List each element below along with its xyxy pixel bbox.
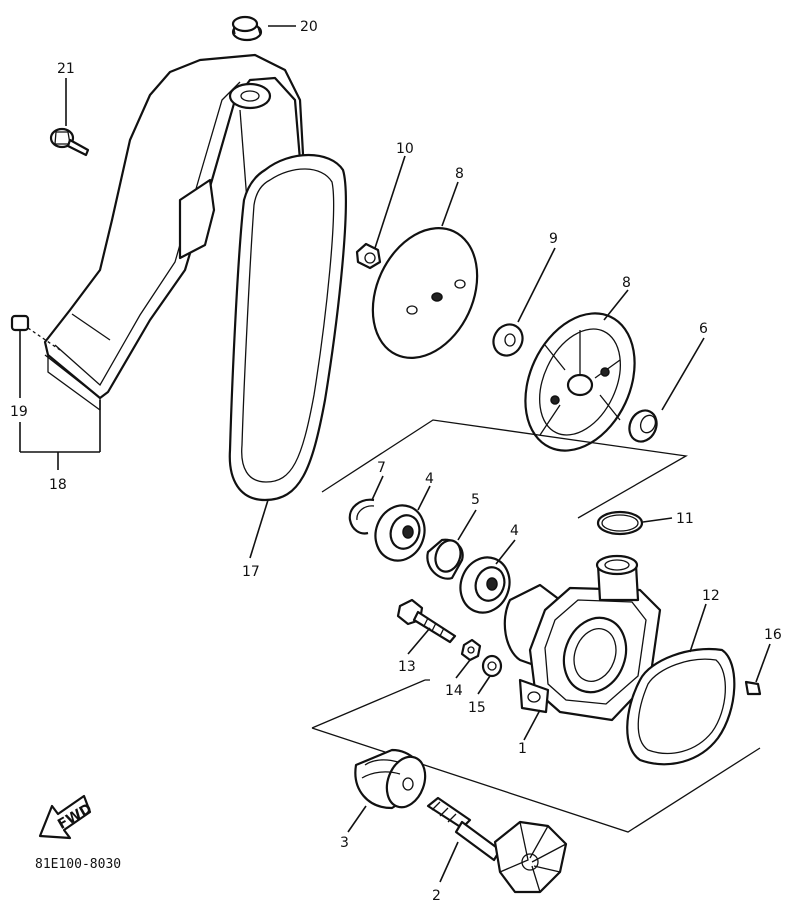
callout-13: 13 bbox=[398, 659, 416, 675]
bolt-21 bbox=[49, 127, 90, 157]
callout-2: 2 bbox=[432, 888, 441, 904]
callout-4a: 4 bbox=[425, 471, 434, 487]
circlip-7 bbox=[348, 498, 375, 535]
callout-3: 3 bbox=[340, 835, 349, 851]
bolt-13 bbox=[396, 598, 457, 644]
callout-8-rear: 8 bbox=[622, 275, 631, 291]
callout-19: 19 bbox=[10, 404, 28, 420]
callout-16: 16 bbox=[764, 627, 782, 643]
callout-11: 11 bbox=[676, 511, 694, 527]
nut-15 bbox=[481, 654, 503, 678]
gasket-12 bbox=[626, 647, 736, 766]
diagram-code: 81E100-8030 bbox=[35, 857, 121, 872]
nut-10 bbox=[355, 242, 382, 270]
leader-lines bbox=[19, 25, 771, 883]
callout-17: 17 bbox=[242, 564, 260, 580]
callout-5: 5 bbox=[471, 492, 480, 508]
spacer-5 bbox=[426, 538, 464, 580]
callout-18: 18 bbox=[49, 477, 67, 493]
grommet bbox=[231, 15, 263, 42]
callout-numbers: 20 21 19 18 10 8 9 8 6 7 4 5 4 11 12 16 … bbox=[10, 19, 782, 904]
callout-15: 15 bbox=[468, 700, 486, 716]
callout-4b: 4 bbox=[510, 523, 519, 539]
assembly-outline-upper bbox=[321, 419, 688, 519]
washer-14 bbox=[460, 638, 482, 662]
callout-6: 6 bbox=[699, 321, 708, 337]
callout-1: 1 bbox=[518, 741, 527, 757]
callout-20: 20 bbox=[300, 19, 318, 35]
callout-10: 10 bbox=[396, 141, 414, 157]
oil-seal-6 bbox=[628, 409, 658, 443]
callout-8-front: 8 bbox=[455, 166, 464, 182]
mechanical-seal-3 bbox=[354, 748, 427, 810]
callout-21: 21 bbox=[57, 61, 75, 77]
bearing-4b bbox=[459, 556, 511, 614]
forward-arrow-icon: FWD bbox=[38, 794, 95, 840]
bearing-4a bbox=[374, 504, 426, 562]
pulley-half-rear bbox=[524, 312, 636, 452]
callout-14: 14 bbox=[445, 683, 463, 699]
impeller-shaft bbox=[426, 796, 568, 894]
v-belt bbox=[228, 153, 347, 502]
pulley-half-front bbox=[371, 227, 479, 359]
dowel-pin-16 bbox=[744, 680, 762, 696]
pump-housing bbox=[503, 554, 662, 722]
callout-9: 9 bbox=[549, 231, 558, 247]
callout-12: 12 bbox=[702, 588, 720, 604]
o-ring-11 bbox=[596, 510, 644, 536]
washer-9 bbox=[492, 323, 524, 357]
callout-7: 7 bbox=[377, 460, 386, 476]
